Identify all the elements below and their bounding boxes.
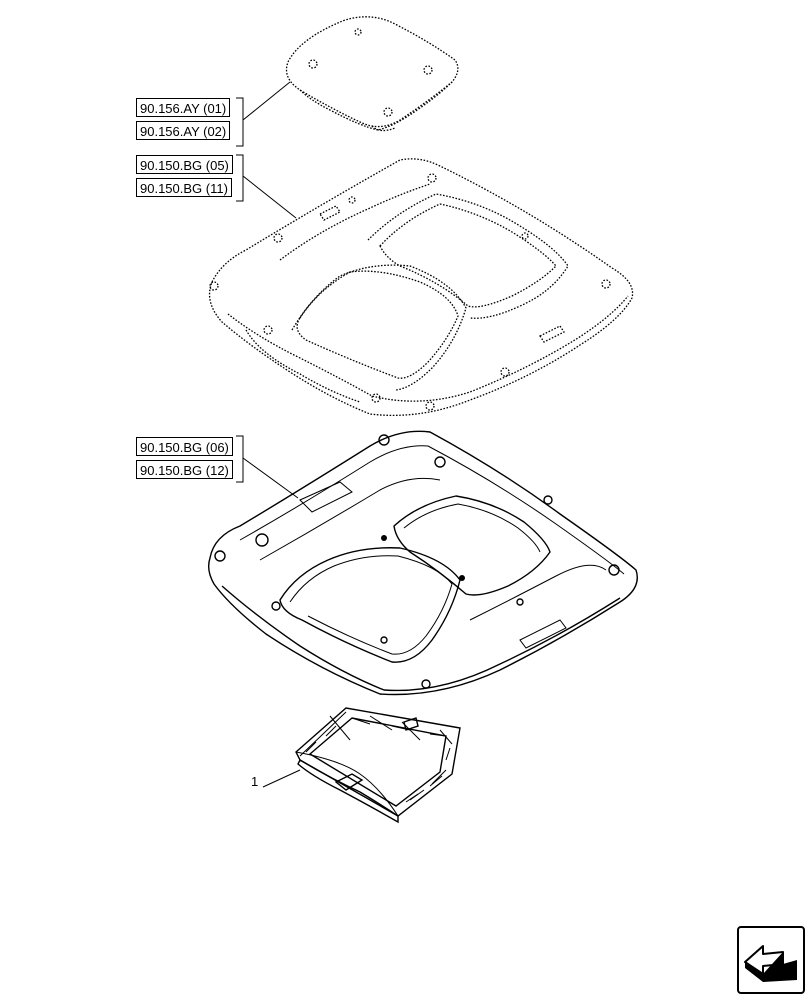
ref-headliner-11[interactable]: 90.150.BG (11) — [136, 178, 232, 197]
ref-roof-cover-02[interactable]: 90.156.AY (02) — [136, 121, 231, 140]
headliner-part — [208, 158, 634, 416]
ref-headliner-05[interactable]: 90.150.BG (05) — [136, 155, 233, 174]
arrow-icon — [737, 926, 805, 994]
next-page-button[interactable] — [737, 926, 805, 994]
leader-lines — [236, 81, 301, 788]
roof-cover-part — [285, 16, 459, 132]
ref-roof-cover-01[interactable]: 90.156.AY (01) — [136, 98, 231, 117]
roof-frame-part — [207, 430, 638, 696]
ref-roof-frame-12[interactable]: 90.150.BG (12) — [136, 460, 233, 479]
sunroof-panel-part — [295, 707, 461, 824]
ref-roof-frame-06[interactable]: 90.150.BG (06) — [136, 437, 233, 456]
item-number-1: 1 — [251, 774, 259, 789]
